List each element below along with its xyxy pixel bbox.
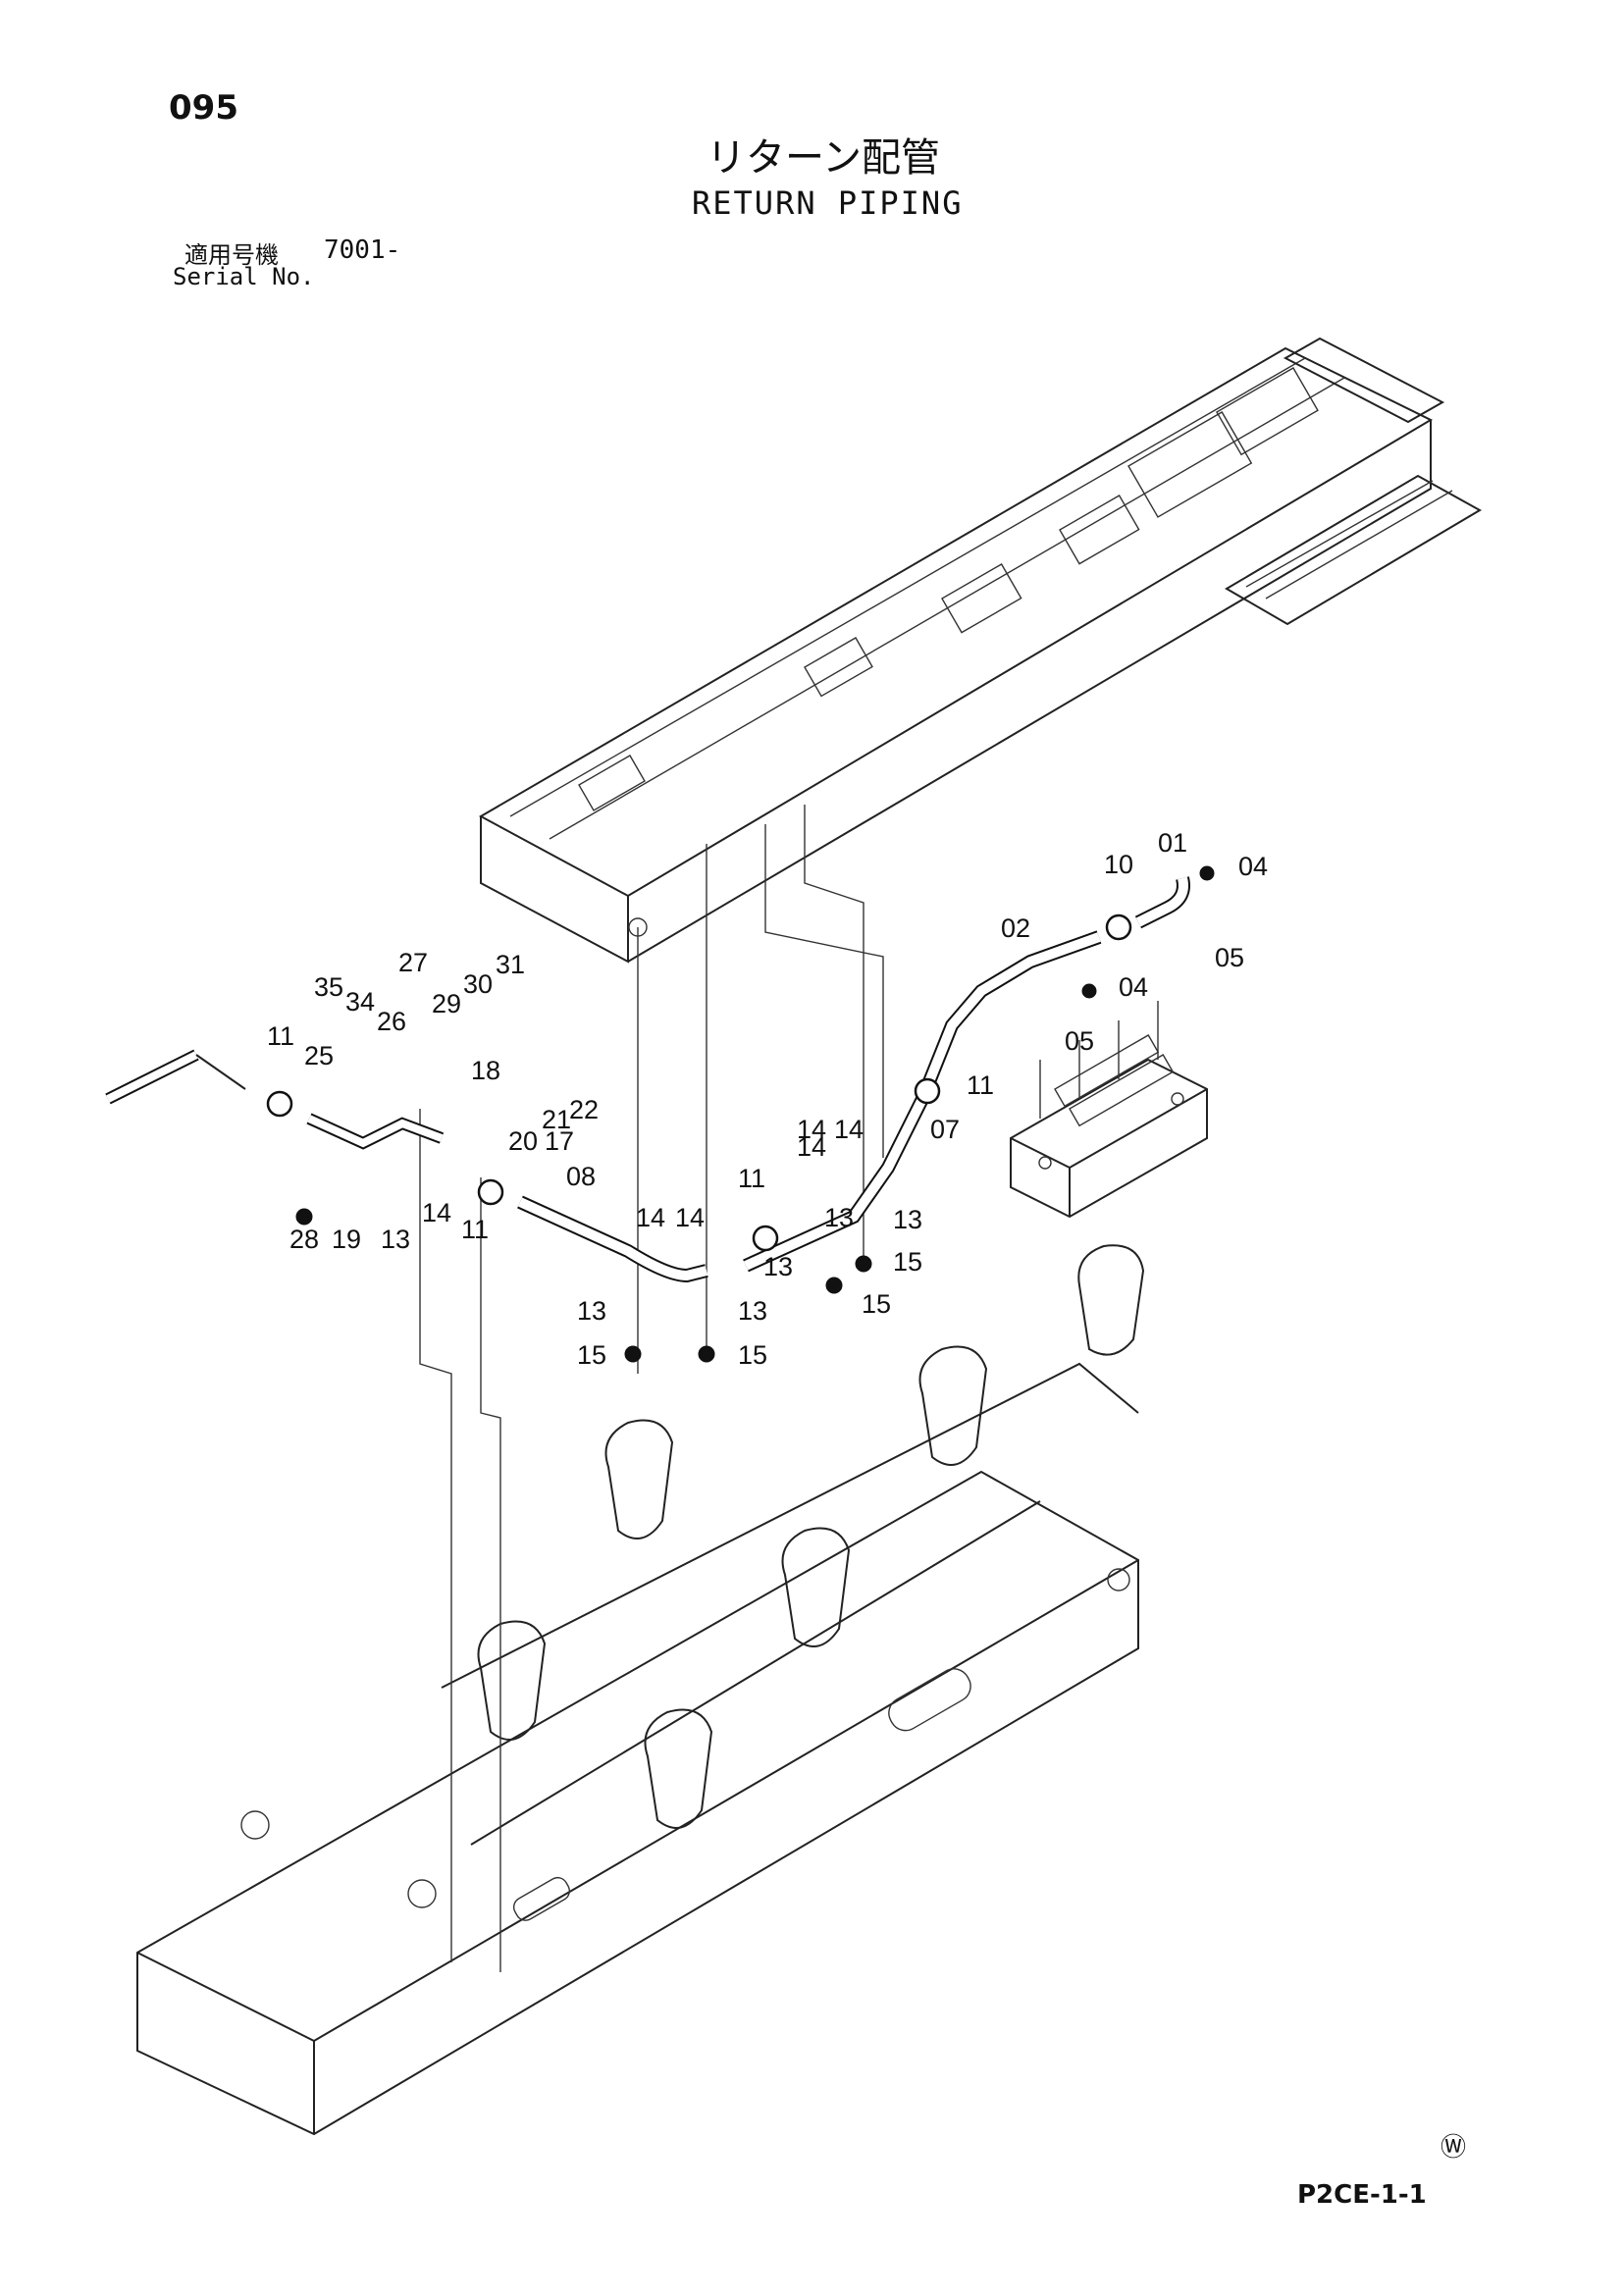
callout-15-c: 15 xyxy=(862,1289,891,1319)
manufacturer-mark: Ⓦ xyxy=(1441,2133,1467,2163)
callout-11-right: 11 xyxy=(967,1070,994,1100)
callout-29: 29 xyxy=(432,989,461,1018)
callout-02: 02 xyxy=(1001,913,1030,943)
callout-15-d: 15 xyxy=(893,1247,922,1277)
callout-05-left: 05 xyxy=(1065,1026,1094,1056)
callout-14-a: 14 xyxy=(422,1198,451,1227)
callout-28: 28 xyxy=(289,1225,319,1254)
assembly-leader-lines xyxy=(419,805,884,1972)
part-callouts: 01 02 04 04 05 05 07 08 10 11 11 11 11 1… xyxy=(267,828,1268,1370)
callout-15-a: 15 xyxy=(577,1340,606,1370)
callout-11-mid: 11 xyxy=(461,1215,489,1244)
callout-19: 19 xyxy=(332,1225,361,1254)
callout-27: 27 xyxy=(398,948,428,977)
callout-13-d: 13 xyxy=(893,1205,922,1234)
callout-14-d: 14 xyxy=(797,1132,826,1162)
page-number: 095 xyxy=(169,88,238,128)
page-title-japanese: リターン配管 xyxy=(707,135,940,181)
callout-10: 10 xyxy=(1104,850,1133,879)
page-code: P2CE-1-1 xyxy=(1297,2180,1427,2210)
return-pipes xyxy=(105,865,1215,1363)
callout-11-center: 11 xyxy=(738,1164,765,1193)
callout-01: 01 xyxy=(1158,828,1187,858)
callout-13-a: 13 xyxy=(577,1296,606,1326)
callout-14-c: 14 xyxy=(675,1203,705,1232)
callout-18: 18 xyxy=(471,1056,500,1085)
callout-04-lower: 04 xyxy=(1119,972,1148,1002)
callout-34: 34 xyxy=(345,987,375,1017)
callout-14-e: 14 xyxy=(834,1115,864,1144)
callout-11-left: 11 xyxy=(267,1021,294,1051)
callout-13-b: 13 xyxy=(738,1296,767,1326)
lower-frame xyxy=(136,1244,1145,2136)
upper-frame xyxy=(478,337,1483,964)
callout-04-upper: 04 xyxy=(1238,852,1268,881)
control-valve-block xyxy=(1010,1001,1208,1219)
callout-21: 21 xyxy=(542,1105,571,1134)
page-title-english: RETURN PIPING xyxy=(692,184,964,222)
callout-25: 25 xyxy=(304,1041,334,1070)
callout-15-b: 15 xyxy=(738,1340,767,1370)
serial-label-japanese: 適用号機 xyxy=(184,241,279,269)
callout-05-right: 05 xyxy=(1215,943,1244,972)
callout-14-b: 14 xyxy=(636,1203,665,1232)
callout-22: 22 xyxy=(569,1095,599,1124)
callout-20: 20 xyxy=(508,1126,538,1156)
callout-35: 35 xyxy=(314,972,343,1002)
callout-07: 07 xyxy=(930,1115,960,1144)
serial-number-value: 7001- xyxy=(324,235,401,265)
callout-13-e: 13 xyxy=(824,1203,854,1232)
callout-31: 31 xyxy=(496,950,525,979)
callout-13-c: 13 xyxy=(763,1252,793,1281)
callout-13-left: 13 xyxy=(381,1225,410,1254)
callout-26: 26 xyxy=(377,1007,406,1036)
serial-label-english: Serial No. xyxy=(173,263,315,290)
callout-17: 17 xyxy=(545,1126,574,1156)
callout-30: 30 xyxy=(463,969,493,999)
callout-14-f: 14 xyxy=(797,1115,826,1144)
callout-08: 08 xyxy=(566,1162,596,1191)
